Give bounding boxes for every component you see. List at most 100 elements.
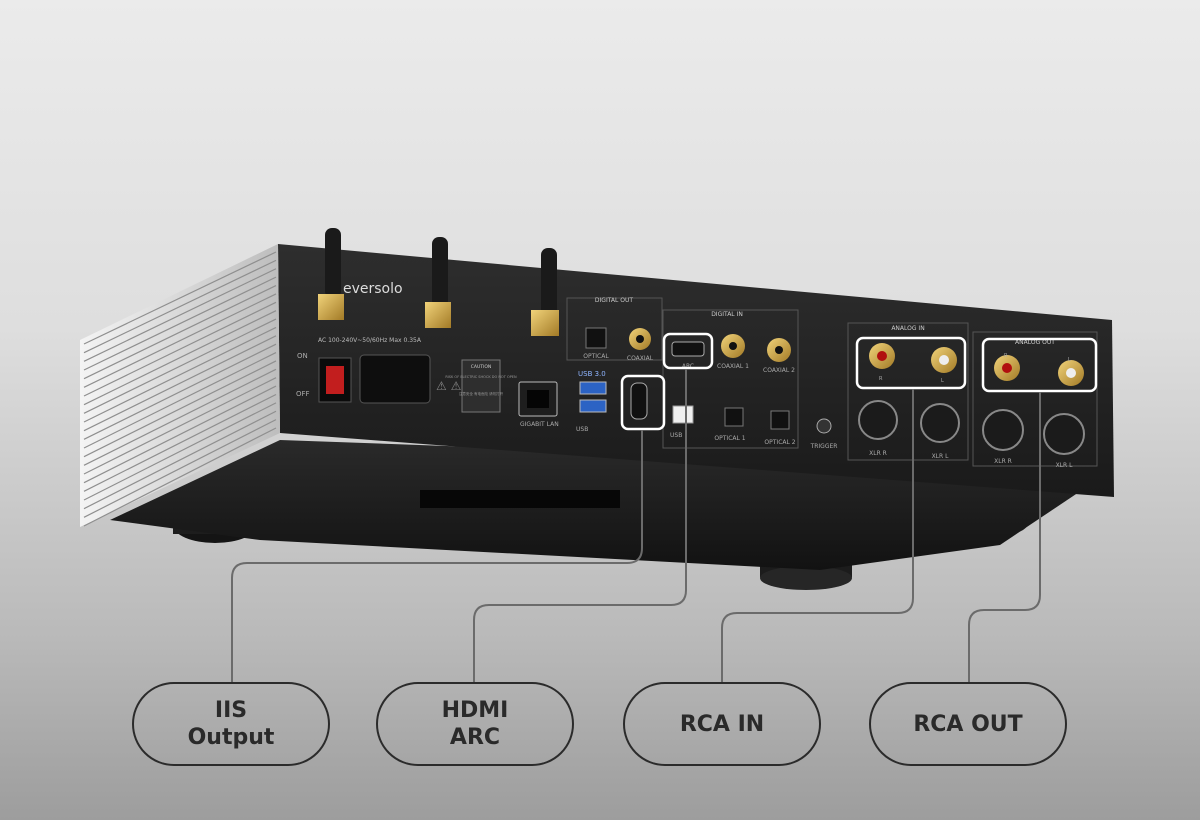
xlr-out-r-label: XLR R: [994, 458, 1012, 465]
lan-label: GIGABIT LAN: [520, 421, 559, 428]
callout-iis-output: IIS Output: [132, 682, 330, 766]
antennas: [318, 228, 559, 336]
trigger-label: TRIGGER: [810, 443, 838, 450]
heatsink-fin: [83, 377, 277, 475]
heatsink-fin: [83, 251, 277, 345]
heatsink-fin: [83, 284, 277, 380]
hdmi-arc-port[interactable]: [671, 341, 705, 357]
coaxial-out-label: COAXIAL: [627, 355, 654, 362]
device-body: [80, 244, 1114, 570]
arc-label: ARC: [682, 363, 694, 370]
heatsink-fin: [83, 318, 277, 414]
rca-out-r-jack: [1002, 363, 1012, 373]
optical-in-1-label: OPTICAL 1: [714, 435, 745, 442]
heatsink-fin: [83, 393, 277, 492]
caution-text-zh: 注意安全 有电危险 请勿打开: [459, 391, 504, 396]
callout-rca-out: RCA OUT: [869, 682, 1067, 766]
heatsink-fin: [83, 343, 277, 440]
heatsink-fin: [83, 385, 277, 484]
analog-out-title: ANALOG OUT: [1015, 339, 1055, 346]
heatsink-fin: [83, 352, 277, 449]
optical-in-1-port[interactable]: [724, 407, 744, 427]
heatsink-fin: [83, 410, 277, 510]
hdmi-arc-callout-line: [473, 369, 687, 683]
xlr-out-l-label: XLR L: [1056, 462, 1074, 469]
heatsink-fin: [83, 427, 277, 527]
iec-power-socket[interactable]: [359, 354, 431, 404]
usb3-port-2[interactable]: [579, 399, 607, 413]
xlr-out-r-port[interactable]: [982, 409, 1024, 451]
caution-title: CAUTION: [471, 364, 492, 370]
heatsink-fin: [83, 293, 277, 388]
heatsink-fin: [83, 301, 277, 397]
callout-hdmi-line2: ARC: [449, 725, 501, 750]
usb-bottom-label: USB: [576, 426, 588, 433]
xlr-in-r-port[interactable]: [858, 400, 898, 440]
callout-rca-out-line1: RCA OUT: [913, 711, 1023, 737]
rca-out-callout-line: [968, 392, 1041, 683]
optical-in-2-label: OPTICAL 2: [764, 439, 795, 446]
optical-out-port[interactable]: [585, 327, 607, 349]
callout-hdmi-line1: HDMI: [441, 698, 509, 723]
rca-in-highlight: [855, 336, 967, 390]
coaxial-out-jack: [636, 335, 644, 343]
power-rating: AC 100-240V~50/60Hz Max 0.35A: [318, 337, 422, 344]
lan-jack: [527, 390, 549, 408]
warning-icon: ⚠ ⚠: [436, 379, 462, 393]
xlr-in-l-port[interactable]: [920, 403, 960, 443]
digital-out-title: DIGITAL OUT: [595, 297, 633, 304]
power-on-label: ON: [297, 352, 308, 360]
callout-iis-line1: IIS: [214, 698, 248, 723]
heatsink-fin: [83, 402, 277, 501]
callout-lines: [231, 369, 1041, 683]
callout-iis-line2: Output: [187, 725, 275, 750]
iis-callout-line: [231, 430, 643, 683]
digital-out-group: [566, 297, 663, 361]
analog-out-group: [972, 331, 1098, 467]
optical-in-2-port[interactable]: [770, 410, 790, 430]
coaxial-in-1-label: COAXIAL 1: [717, 363, 749, 370]
caution-label: [461, 359, 501, 413]
rca-in-callout-line: [721, 389, 914, 683]
rca-in-l-label: L: [941, 378, 944, 384]
hdmi-arc-highlight: [662, 332, 714, 370]
xlr-in-r-label: XLR R: [869, 450, 887, 457]
rca-in-r-jack: [877, 351, 887, 361]
heatsink-fin: [83, 335, 277, 432]
analog-in-group: [847, 322, 969, 461]
heatsink-fin: [83, 259, 277, 354]
power-switch-rocker: [326, 366, 344, 394]
trigger-port[interactable]: [816, 418, 832, 434]
usb3-label: USB 3.0: [578, 370, 606, 378]
callout-rca-in: RCA IN: [623, 682, 821, 766]
usb-in-label: USB: [670, 432, 682, 439]
optical-out-label: OPTICAL: [583, 353, 609, 360]
heatsink-fin: [83, 310, 277, 406]
rca-in-l-jack: [939, 355, 949, 365]
heatsink-fin: [83, 419, 277, 518]
heatsink-fin: [83, 326, 277, 423]
coaxial-in-1-jack: [729, 342, 737, 350]
rca-out-l-label: L: [1068, 357, 1071, 363]
rca-out-r-label: R: [1004, 353, 1008, 359]
port-highlights: [620, 332, 1098, 431]
usb3-port-1[interactable]: [579, 381, 607, 395]
heatsink-fin: [83, 368, 277, 466]
rca-out-highlight: [981, 337, 1098, 393]
xlr-in-l-label: XLR L: [932, 453, 950, 460]
heatsink-fin: [83, 268, 277, 362]
rca-in-r-label: R: [879, 376, 883, 382]
coaxial-in-2-jack: [775, 346, 783, 354]
caution-text-en: RISK OF ELECTRIC SHOCK DO NOT OPEN: [445, 375, 517, 379]
rca-out-l-jack: [1066, 368, 1076, 378]
analog-in-title: ANALOG IN: [891, 325, 924, 332]
callout-rca-in-line1: RCA IN: [679, 711, 765, 737]
usb-b-port[interactable]: [672, 405, 694, 424]
iis-port[interactable]: [630, 382, 648, 420]
digital-in-title: DIGITAL IN: [711, 311, 743, 318]
heatsink-fins: [83, 251, 277, 527]
xlr-out-l-port[interactable]: [1043, 413, 1085, 455]
power-off-label: OFF: [296, 390, 310, 398]
coaxial-in-2-label: COAXIAL 2: [763, 367, 795, 374]
